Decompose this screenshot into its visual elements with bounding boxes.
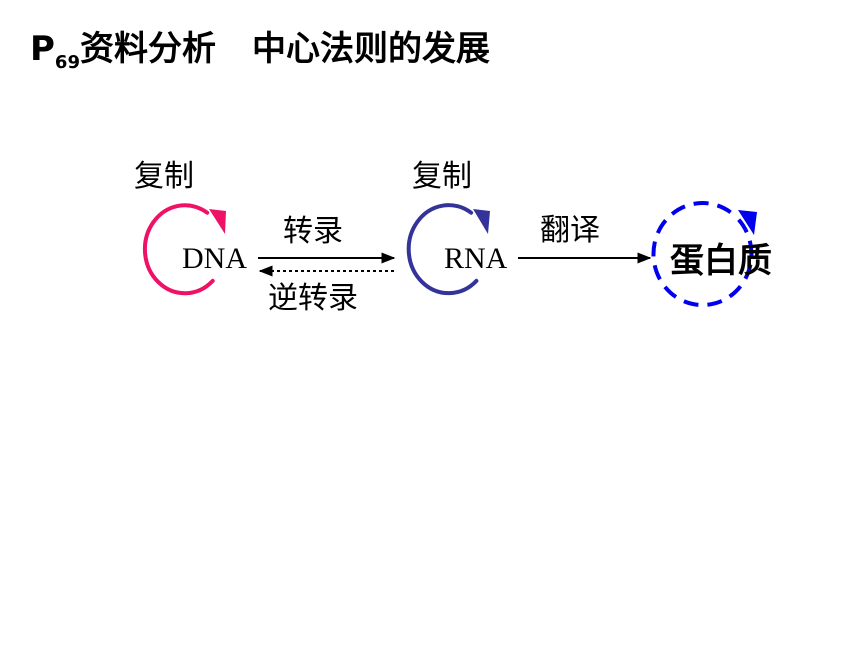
rna-loop-arrowhead bbox=[473, 209, 490, 234]
rna-node-label: RNA bbox=[444, 242, 508, 275]
title-subscript: 69 bbox=[54, 52, 80, 73]
title-topic: 中心法则的发展 bbox=[251, 29, 490, 69]
dna-loop-arc bbox=[142, 203, 215, 296]
page-title: P69资料分析中心法则的发展 bbox=[30, 32, 490, 72]
protein-loop-arc bbox=[651, 201, 754, 308]
rna-loop-arc bbox=[406, 203, 479, 296]
protein-node-label: 蛋白质 bbox=[670, 241, 772, 281]
reverse-transcription-label: 逆转录 bbox=[268, 281, 358, 316]
rna-replication-label: 复制 bbox=[412, 159, 472, 194]
protein-loop bbox=[651, 201, 757, 308]
rna-replication-loop bbox=[406, 203, 490, 296]
protein-loop-arrowhead bbox=[738, 210, 757, 235]
dna-replication-loop bbox=[142, 203, 226, 296]
translation-label: 翻译 bbox=[540, 213, 600, 248]
dna-node-label: DNA bbox=[182, 242, 247, 275]
transcription-label: 转录 bbox=[283, 214, 343, 249]
dna-replication-label: 复制 bbox=[134, 159, 194, 194]
title-section: 资料分析 bbox=[79, 29, 216, 69]
dna-loop-arrowhead bbox=[209, 209, 226, 234]
title-prefix: P bbox=[30, 29, 55, 69]
